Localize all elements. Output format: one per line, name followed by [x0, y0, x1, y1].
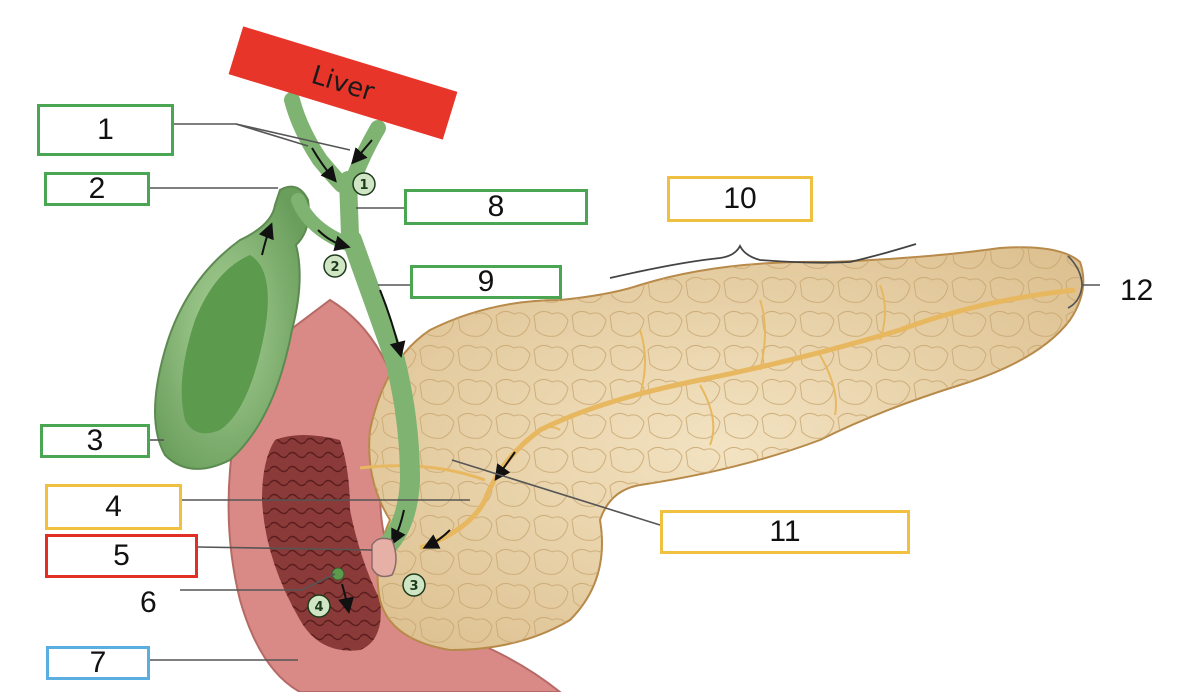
- right-hepatic-duct: [347, 120, 386, 183]
- step-marker-2: 2: [330, 260, 339, 275]
- label-text-1: 1: [97, 113, 114, 146]
- label-text-5: 5: [113, 539, 130, 572]
- label-text-11: 11: [769, 515, 801, 548]
- label-box-11[interactable]: 11: [660, 510, 910, 554]
- label-box-4[interactable]: 4: [45, 484, 182, 530]
- common-bile-duct: [342, 230, 421, 558]
- label-text-12: 12: [1120, 274, 1154, 307]
- label-box-8[interactable]: 8: [404, 189, 588, 225]
- label-box-9[interactable]: 9: [410, 265, 562, 299]
- pancreatic-duct: [419, 287, 1076, 551]
- major-duodenal-papilla: [331, 567, 345, 581]
- label-text-9: 9: [477, 265, 495, 298]
- label-text-8: 8: [487, 190, 505, 223]
- label-box-1[interactable]: 1: [37, 104, 174, 156]
- label-text-6: 6: [140, 586, 157, 619]
- label-box-3[interactable]: 3: [40, 424, 150, 458]
- label-box-2[interactable]: 2: [44, 172, 150, 206]
- tail-bracket: [1067, 255, 1083, 309]
- step-marker-1: 1: [359, 178, 368, 193]
- label-box-10[interactable]: 10: [667, 176, 813, 222]
- gallbladder-lumen: [181, 255, 268, 434]
- body-bracket: [609, 243, 917, 279]
- label-text-4: 4: [105, 490, 122, 523]
- common-hepatic-duct: [339, 171, 359, 244]
- step-marker-4: 4: [314, 600, 323, 615]
- label-box-7[interactable]: 7: [46, 646, 150, 680]
- label-text-3: 3: [86, 424, 104, 457]
- label-text-7: 7: [89, 646, 107, 679]
- label-box-5[interactable]: 5: [45, 534, 198, 578]
- label-text-2: 2: [88, 172, 106, 205]
- liver-block: Liver: [228, 26, 458, 140]
- leader-lines: [150, 123, 1100, 661]
- label-text-10: 10: [723, 182, 757, 215]
- hepatopancreatic-ampulla: [371, 537, 397, 578]
- step-marker-3: 3: [409, 579, 418, 594]
